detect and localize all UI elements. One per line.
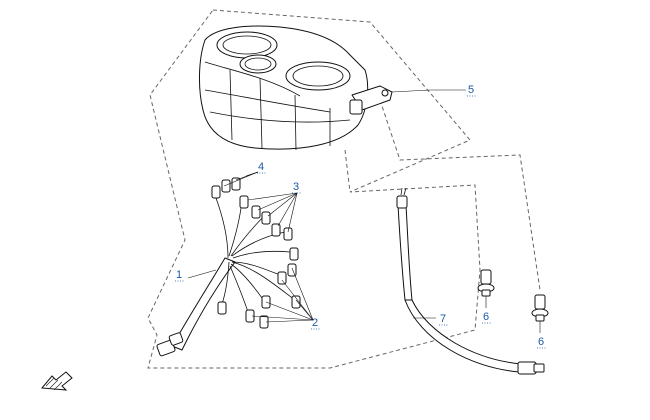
callout-3: 3 [293,181,299,193]
mount-guide-line [379,99,541,291]
callout-5: 5 [468,84,474,96]
speedometer-cable [396,187,545,375]
callout-4: 4 [258,161,264,173]
callout-6-right: 6 [538,336,544,348]
front-direction-arrow-icon [41,371,73,391]
mounting-bolt-left [477,269,495,297]
callout-2: 2 [312,317,318,329]
assembly-boundary-outline [147,9,481,369]
callout-6-left: 6 [483,311,489,323]
instrument-cluster [198,25,393,151]
wire-harness [156,177,301,357]
mounting-bolt-right [531,294,549,322]
callout-underlines [175,95,546,349]
callout-7: 7 [440,313,446,325]
callout-1: 1 [176,269,182,281]
leader-lines [187,89,541,333]
mount-guide-line-2 [344,149,351,193]
